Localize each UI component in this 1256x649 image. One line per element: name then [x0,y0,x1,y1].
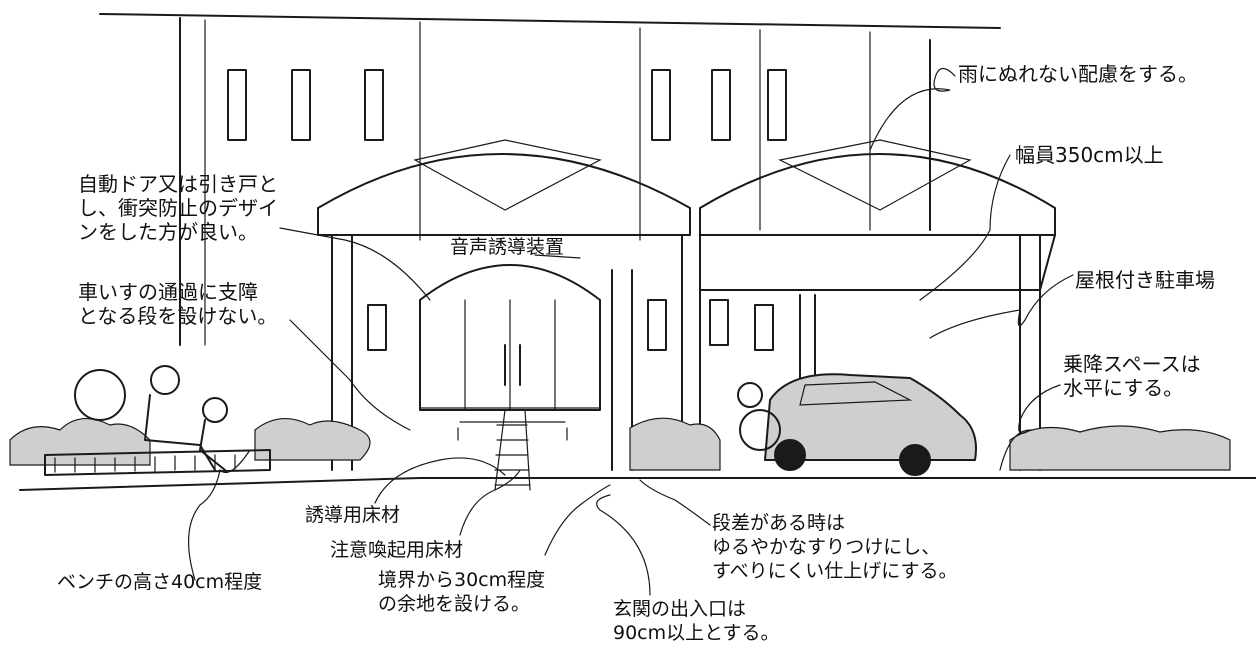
label-boundary-margin: 境界から30cm程度 の余地を設ける。 [378,569,546,615]
ground-line [19,477,1256,491]
label-boarding-space: 乗降スペースは 水平にする。 [1063,352,1201,400]
entrance-doors [419,264,601,411]
side-windows [367,299,774,351]
label-voice-guidance: 音声誘導装置 [450,236,565,258]
label-level-difference: 段差がある時は ゆるやかなすりつけにし、 すべりにくい仕上げにする。 [712,512,958,582]
label-rain-protection: 雨にぬれない配慮をする。 [958,62,1198,86]
label-caution-floor: 注意喚起用床材 [330,539,464,561]
car [737,373,977,476]
label-automatic-door: 自動ドア又は引き戸と し、衝突防止のデザイ ンをした方が良い。 [78,172,278,244]
canopy [317,139,1056,291]
label-entrance-width: 玄関の出入口は 90cm以上とする。 [613,598,780,644]
label-no-steps: 車いすの通過に支障 となる段を設けない。 [78,280,278,328]
building-roofline [99,13,1001,29]
label-guide-floor: 誘導用床材 [305,504,401,526]
label-width: 幅員350cm以上 [1015,143,1164,167]
shrubs [9,417,1231,471]
label-bench-height: ベンチの高さ40cm程度 [57,571,263,593]
leader-lines [188,67,1074,596]
upper-windows [227,69,787,141]
label-covered-parking: 屋根付き駐車場 [1075,268,1215,292]
wheelchair-user [74,365,228,471]
guide-floor-path [457,409,568,491]
